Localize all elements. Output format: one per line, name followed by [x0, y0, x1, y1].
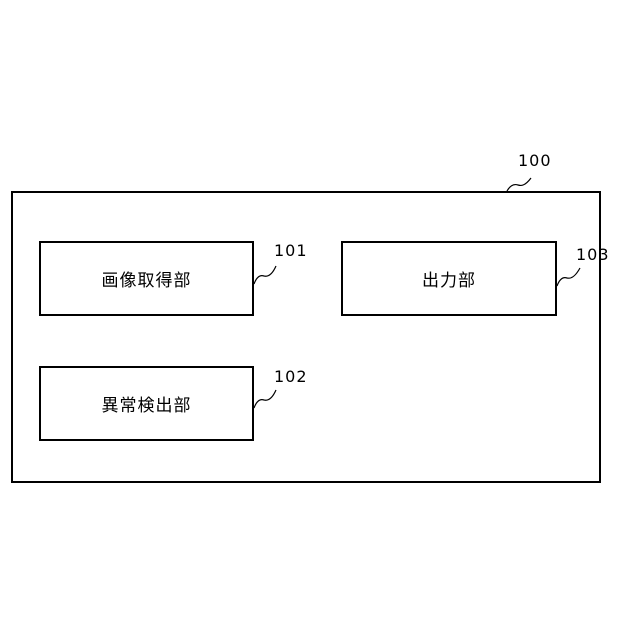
- system-leader-line: [507, 178, 531, 191]
- anomaly-detection-leader-line: [254, 390, 276, 408]
- output-leader-line: [557, 268, 580, 286]
- image-acquisition-leader-line: [254, 266, 276, 284]
